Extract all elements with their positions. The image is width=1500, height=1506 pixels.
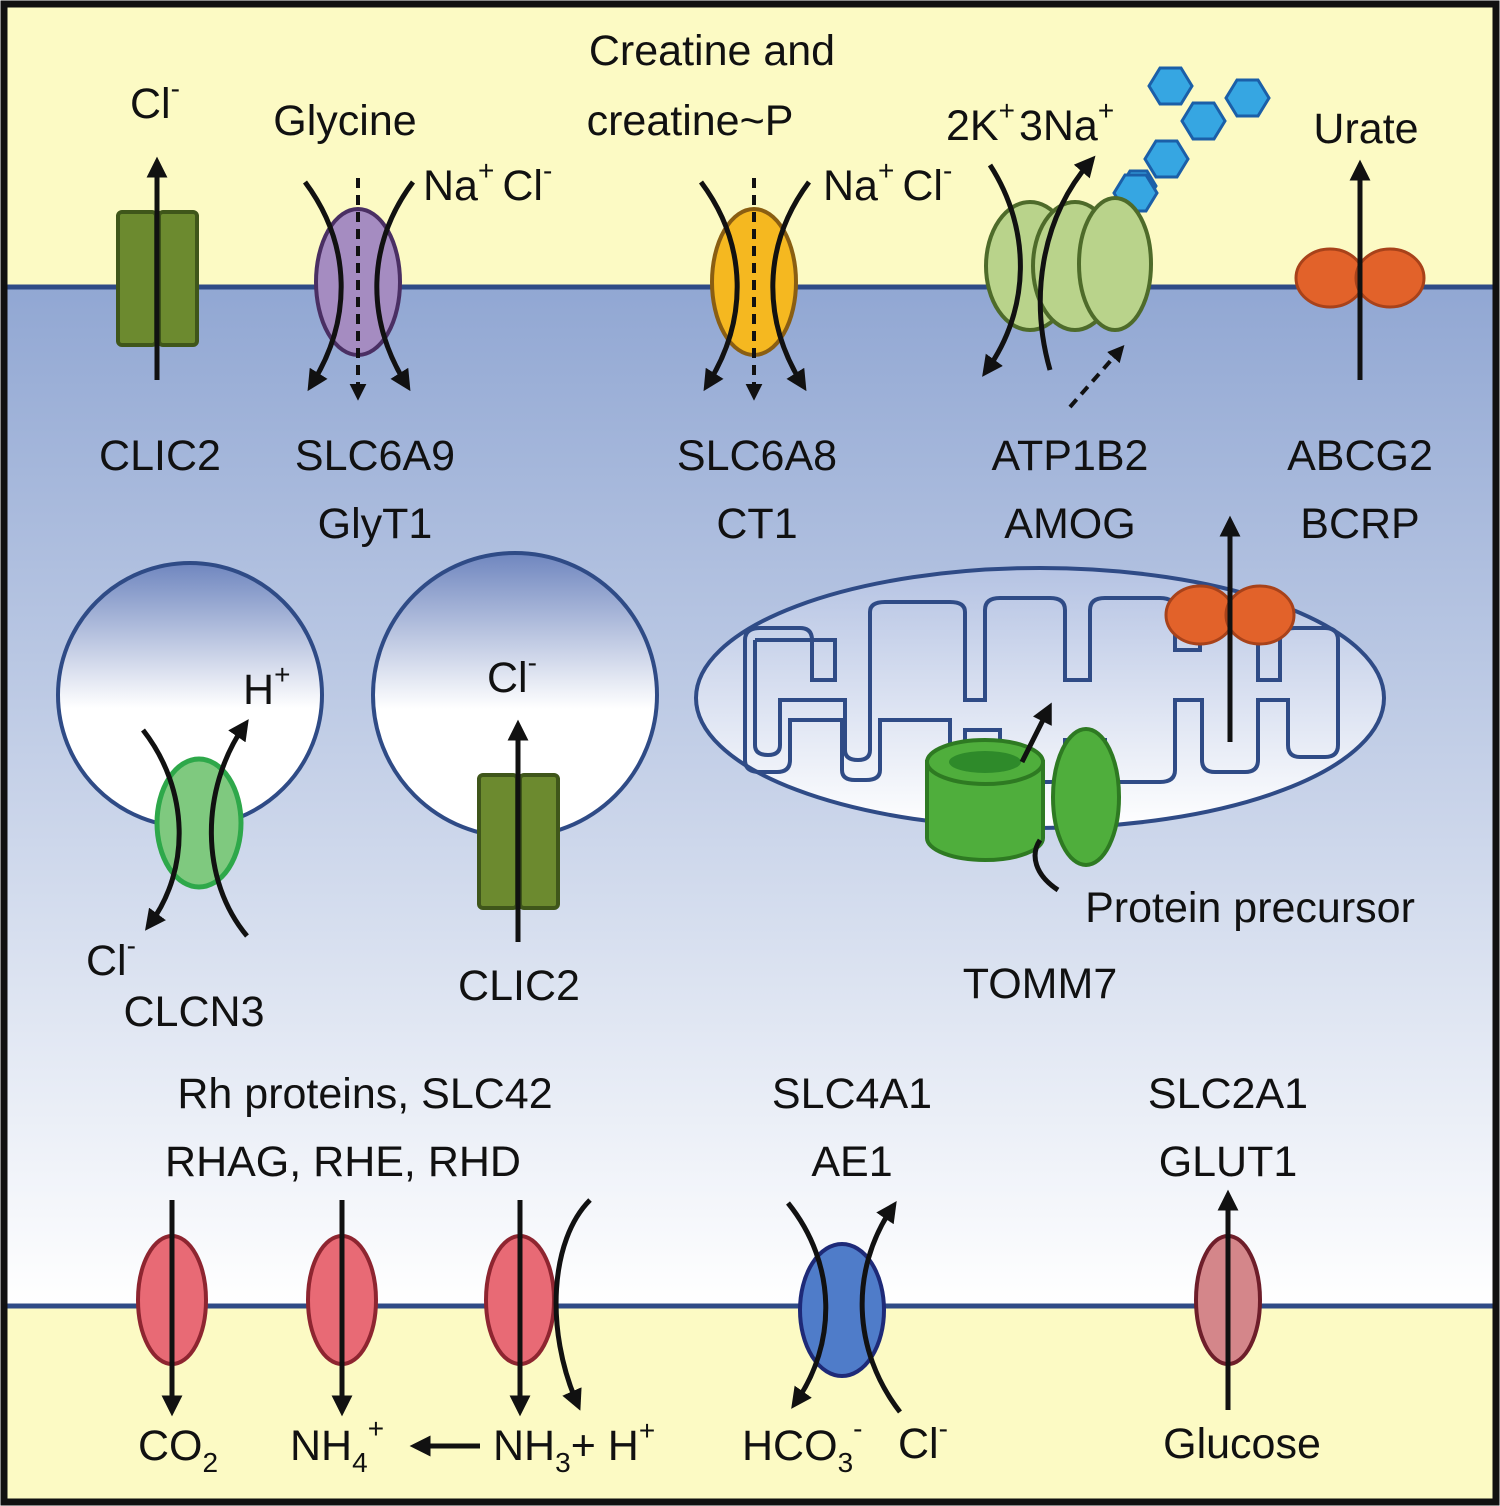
clic2-top-ion: Cl- [130, 73, 180, 128]
rh-header-line2: RHAG, RHE, RHD [165, 1138, 521, 1186]
slc6a9-cotransport: Na+Cl- [423, 155, 552, 210]
rh-channel-co2 [136, 1200, 208, 1417]
abcg2-transporter [1294, 159, 1426, 380]
clic2-channel-vesicle [477, 719, 560, 942]
clcn3-cl-ion: Cl- [86, 930, 136, 985]
rh-channel-nh3 [484, 1198, 592, 1417]
mitochondrial-cristae [743, 596, 1340, 784]
slc4a1-alias: AE1 [811, 1138, 892, 1186]
tomm7-complex [925, 702, 1121, 893]
glycine-label: Glycine [273, 97, 416, 145]
glucose-label: Glucose [1163, 1420, 1321, 1468]
creatine-label-line1: Creatine and [589, 27, 835, 75]
clic2-channel-top [116, 156, 199, 380]
slc4a1-name: SLC4A1 [772, 1070, 932, 1118]
atp1b2-alias: AMOG [1004, 500, 1135, 548]
clcn3-h-ion: H+ [243, 659, 290, 714]
slc2a1-transporter [1194, 1189, 1262, 1410]
rh-channel-nh4 [306, 1200, 378, 1417]
clic2-top-name: CLIC2 [99, 432, 221, 480]
co2-label: CO2 [138, 1422, 218, 1478]
na-k-atpase-ions: 2K+3Na+ [946, 95, 1114, 150]
slc6a8-transporter [698, 178, 812, 401]
slc2a1-alias: GLUT1 [1159, 1138, 1298, 1186]
nh4-label: NH4+ [290, 1413, 384, 1478]
slc6a9-transporter [302, 178, 416, 401]
atp1b2-pump [982, 155, 1153, 409]
ae1-cl-label: Cl- [898, 1413, 948, 1468]
atp1b2-name: ATP1B2 [992, 432, 1149, 480]
slc6a9-alias: GlyT1 [318, 500, 433, 548]
mito-abcg2-transporter [1164, 515, 1296, 742]
slc2a1-name: SLC2A1 [1148, 1070, 1308, 1118]
slc6a9-name: SLC6A9 [295, 432, 455, 480]
urate-label: Urate [1313, 105, 1418, 153]
clic2-vesicle-ion: Cl- [487, 647, 537, 702]
slc6a8-alias: CT1 [716, 500, 797, 548]
clcn3-exchanger [141, 719, 249, 938]
hco3-label: HCO3- [742, 1413, 862, 1478]
tomm7-name: TOMM7 [963, 960, 1118, 1008]
abcg2-name: ABCG2 [1287, 432, 1433, 480]
hexagon-glycans [1112, 66, 1271, 213]
rh-header-line1: Rh proteins, SLC42 [177, 1070, 552, 1118]
slc4a1-exchanger [786, 1201, 902, 1414]
abcg2-alias: BCRP [1300, 500, 1419, 548]
nh3-label: NH3+ H+ [493, 1415, 655, 1478]
clcn3-name: CLCN3 [124, 988, 265, 1036]
slc6a8-cotransport: Na+Cl- [823, 155, 952, 210]
clic2-vesicle-name: CLIC2 [458, 962, 580, 1010]
protein-precursor-label: Protein precursor [1085, 884, 1415, 932]
slc6a8-name: SLC6A8 [677, 432, 837, 480]
creatine-label-line2: creatine~P [587, 97, 794, 145]
